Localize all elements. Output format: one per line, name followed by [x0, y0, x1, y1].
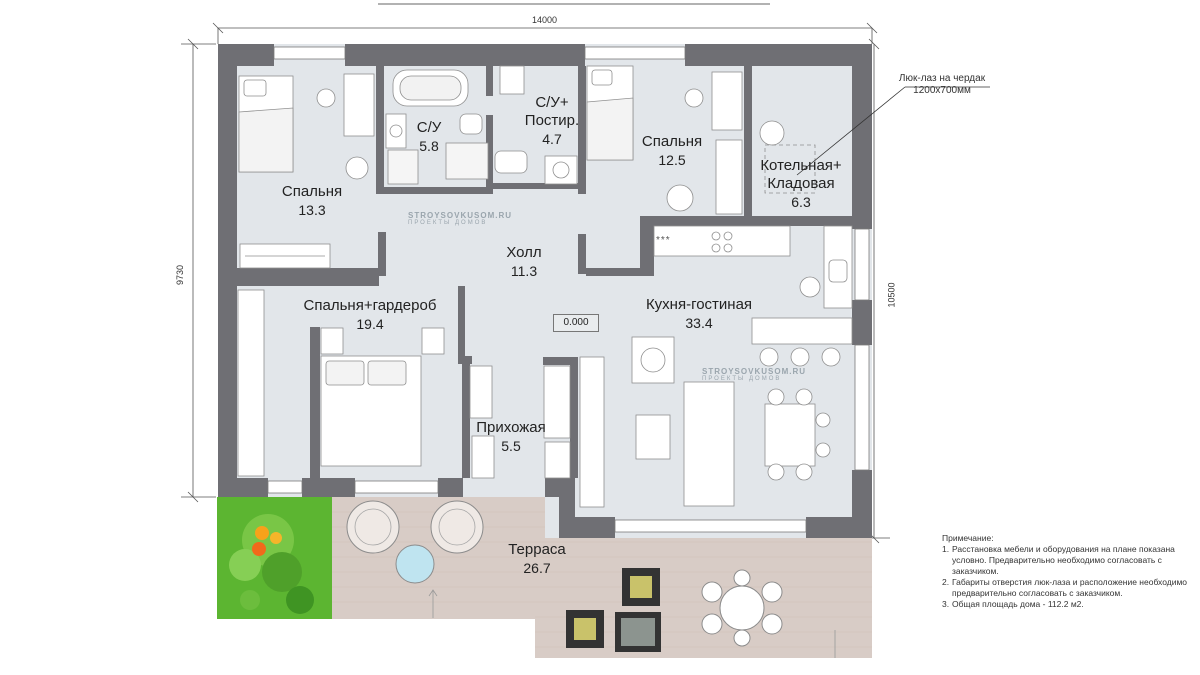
watermark: STROYSOVKUSOM.RU ПРОЕКТЫ ДОМОВ — [408, 211, 512, 226]
terrace-dining-set — [701, 569, 783, 647]
room-area: 6.3 — [791, 194, 811, 210]
room-name: С/У — [416, 119, 442, 136]
notes-title: Примечание: — [942, 533, 994, 543]
watermark-brand: STROYSOVKUSOM.RU — [408, 211, 513, 220]
terrace-armchair — [346, 500, 400, 554]
room-bath: С/У 5.8 — [401, 119, 457, 155]
kitchen-fixtures — [653, 225, 853, 367]
room-bedroom-b: Спальня 12.5 — [632, 133, 712, 169]
room-area: 19.4 — [356, 316, 384, 332]
note-number: 3. — [942, 599, 950, 609]
room-area: 4.7 — [542, 131, 562, 147]
room-name: Кухня-гостиная — [645, 296, 753, 313]
note-number: 2. — [942, 577, 950, 587]
room-bath-laundry: С/У+ Постир. 4.7 — [514, 94, 590, 148]
room-name-line2: Кладовая — [767, 175, 835, 192]
dimension-left: 9730 — [175, 264, 186, 286]
dimension-top: 14000 — [532, 15, 558, 25]
room-area: 33.4 — [685, 315, 713, 331]
room-name: Спальня — [641, 133, 703, 150]
note-item: 1. Расстановка мебели и оборудования на … — [942, 544, 1192, 577]
hatch-callout: Люк-лаз на чердак 1200х700мм — [884, 73, 1000, 97]
watermark-tagline: ПРОЕКТЫ ДОМОВ — [408, 220, 488, 226]
note-number: 1. — [942, 544, 950, 554]
room-name-line1: С/У+ — [535, 94, 569, 111]
note-item: 2. Габариты отверстия люк-лаза и располо… — [942, 577, 1192, 599]
hatch-callout-line2: 1200х700мм — [913, 85, 971, 96]
room-name: Спальня+гардероб — [303, 297, 437, 314]
room-name-line2: Постир. — [524, 112, 580, 129]
plants — [229, 514, 314, 614]
elevation-mark: 0.000 — [553, 314, 599, 332]
dimension-lines — [181, 22, 890, 544]
watermark-brand: STROYSOVKUSOM.RU — [702, 367, 807, 376]
room-name: Терраса — [508, 541, 566, 558]
stove-marks: *** — [656, 235, 671, 246]
room-boiler: Котельная+ Кладовая 6.3 — [753, 157, 849, 211]
terrace-ottoman — [615, 612, 661, 652]
room-name: Холл — [506, 244, 542, 261]
terrace-coffee-table — [395, 544, 435, 584]
master-bedroom-furniture — [237, 289, 445, 477]
room-area: 12.5 — [658, 152, 686, 168]
room-area: 26.7 — [523, 560, 551, 576]
note-text: Расстановка мебели и оборудования на пла… — [952, 544, 1175, 576]
hatch-callout-line1: Люк-лаз на чердак — [898, 73, 986, 84]
room-area: 13.3 — [298, 202, 326, 218]
room-hall: Холл 11.3 — [484, 244, 564, 280]
room-area: 11.3 — [510, 263, 538, 279]
room-bedroom-wardrobe: Спальня+гардероб 19.4 — [290, 297, 450, 333]
terrace-lounge-chair — [622, 568, 660, 606]
watermark: STROYSOVKUSOM.RU ПРОЕКТЫ ДОМОВ — [702, 367, 806, 382]
note-item: 3. Общая площадь дома - 112.2 м2. — [942, 599, 1192, 610]
room-terrace: Терраса 26.7 — [497, 541, 577, 577]
room-name-line1: Котельная+ — [760, 157, 842, 174]
room-name: Прихожая — [476, 419, 546, 436]
room-bedroom-a: Спальня 13.3 — [272, 183, 352, 219]
hatch-callout-line — [796, 86, 990, 176]
living-furniture — [579, 336, 831, 508]
watermark-tagline: ПРОЕКТЫ ДОМОВ — [702, 376, 782, 382]
terrace-armchair — [430, 500, 484, 554]
note-text: Габариты отверстия люк-лаза и расположен… — [952, 577, 1188, 598]
dimension-right: 10500 — [886, 282, 897, 308]
interior-walls — [237, 66, 852, 478]
room-kitchen-living: Кухня-гостиная 33.4 — [634, 296, 764, 332]
room-area: 5.8 — [419, 138, 439, 154]
bedroom-a-furniture — [238, 73, 375, 269]
exterior-walls — [218, 44, 872, 538]
boiler-room-fixtures — [759, 120, 816, 194]
bath-fixtures — [385, 69, 483, 185]
room-area: 5.5 — [501, 438, 521, 454]
note-text: Общая площадь дома - 112.2 м2. — [952, 599, 1084, 609]
windows — [267, 46, 870, 533]
bedroom-b-furniture — [586, 65, 743, 215]
laundry-fixtures — [445, 65, 578, 185]
notes-block: Примечание: 1. Расстановка мебели и обор… — [942, 533, 1192, 610]
room-name: Спальня — [281, 183, 343, 200]
entry-furniture — [469, 365, 571, 479]
terrace-lounge-chair — [566, 610, 604, 648]
room-entry: Прихожая 5.5 — [468, 419, 554, 455]
